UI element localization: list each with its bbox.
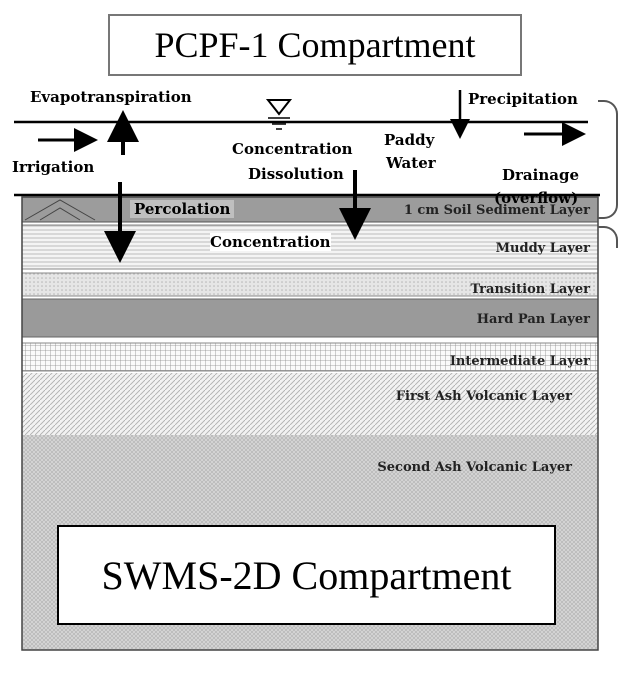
pcpf-compartment-title: PCPF-1 Compartment bbox=[108, 14, 522, 76]
drainage-label-1: Drainage bbox=[502, 166, 579, 184]
soil-sediment-layer-label: 1 cm Soil Sediment Layer bbox=[403, 203, 590, 218]
paddy-water-label-1: Paddy bbox=[384, 131, 435, 149]
concentration-label: Concentration bbox=[210, 233, 331, 251]
drainage-label-2: (overflow) bbox=[494, 189, 579, 207]
precipitation-label: Precipitation bbox=[468, 90, 578, 108]
muddy-layer-label: Muddy Layer bbox=[495, 241, 590, 256]
hard-pan-layer bbox=[21, 298, 599, 338]
concentration-dissolution-label-2: Dissolution bbox=[248, 165, 344, 183]
first-ash-layer-label: First Ash Volcanic Layer bbox=[395, 389, 572, 404]
swms-compartment-title: SWMS-2D Compartment bbox=[57, 525, 556, 625]
first-ash-layer bbox=[22, 373, 598, 435]
percolation-label: Percolation bbox=[130, 200, 235, 218]
sediment-hatch bbox=[24, 199, 96, 221]
pcpf-bracket bbox=[598, 100, 618, 219]
transition-layer-label: Transition Layer bbox=[470, 282, 590, 297]
paddy-water-label-2: Water bbox=[386, 154, 436, 172]
soil-column-border bbox=[21, 196, 599, 651]
hard-pan-layer-label: Hard Pan Layer bbox=[476, 312, 590, 327]
intermediate-layer-label: Intermediate Layer bbox=[449, 354, 590, 369]
concentration-dissolution-label-1: Concentration bbox=[232, 140, 353, 158]
evapotranspiration-label: Evapotranspiration bbox=[30, 88, 192, 106]
second-ash-layer-label: Second Ash Volcanic Layer bbox=[377, 460, 572, 475]
irrigation-label: Irrigation bbox=[12, 158, 95, 176]
swms-bracket-top bbox=[598, 226, 618, 248]
water-level-icon bbox=[265, 99, 293, 130]
